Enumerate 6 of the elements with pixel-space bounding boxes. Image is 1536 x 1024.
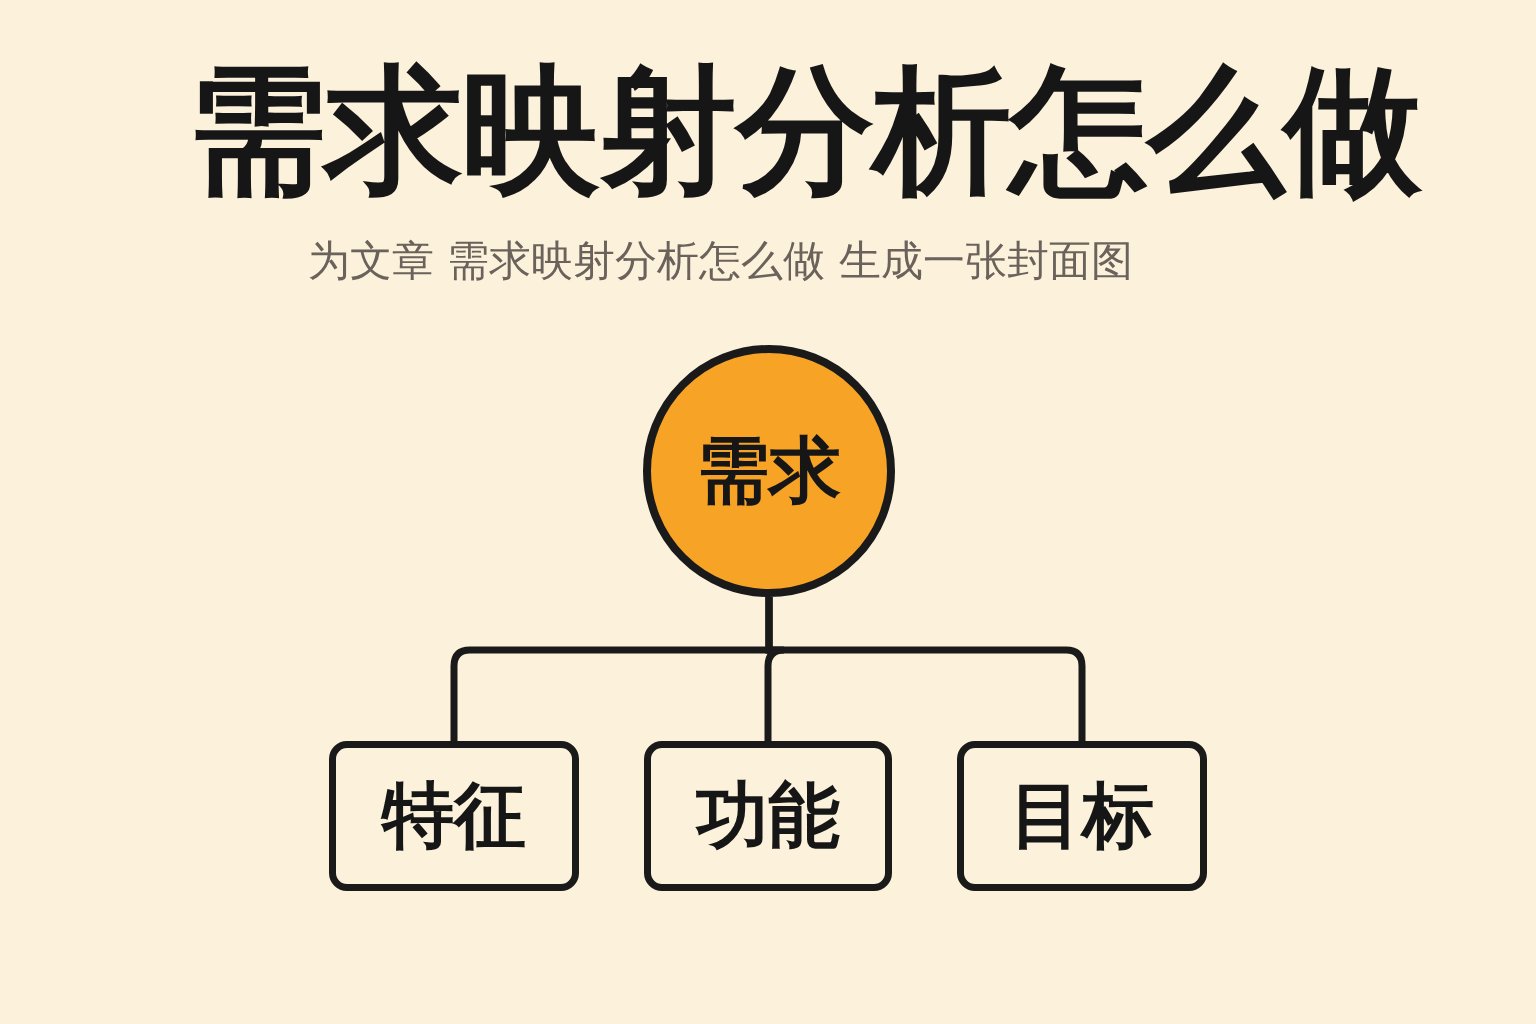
subtitle: 为文章 需求映射分析怎么做 生成一张封面图 <box>308 236 1133 287</box>
category-box: 目标 <box>957 741 1207 891</box>
category-box: 特征 <box>329 741 579 891</box>
title: 需求映射分析怎么做 <box>188 52 1421 211</box>
topic-circle: 需求 <box>643 345 895 597</box>
category-box: 功能 <box>644 741 892 891</box>
